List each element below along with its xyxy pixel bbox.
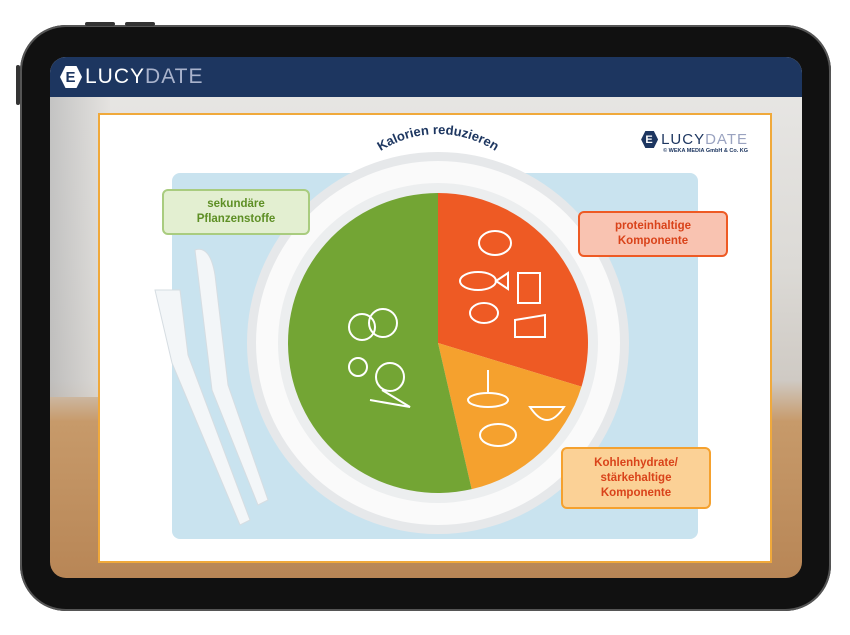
pie-segment-vegetables [288,193,472,493]
volume-button [125,22,155,26]
fork-icon [154,289,251,526]
logo-text-date: DATE [145,65,204,88]
vegetable-icon [348,357,411,408]
logo-text-lucy: LUCY [85,65,146,88]
label-carbs: Kohlenhydrate/ stärkehaltige Komponente [561,447,711,509]
volume-button [85,22,115,26]
label-line: stärkehaltige [600,471,672,484]
copyright: © WEKA MEDIA GmbH & Co. KG [663,148,748,154]
label-protein: proteinhaltige Komponente [578,211,728,257]
pie [288,193,588,493]
power-button [16,65,20,105]
logo-hex-icon: E [641,131,659,148]
milk-carton-icon [517,272,541,304]
screen: E LUCY DATE Kalorien reduzieren E LUCY D… [50,57,802,578]
label-vegetables: sekundäre Pflanzenstoffe [162,189,310,235]
rice-bowl-icon [528,406,566,421]
bread-icon [479,423,517,447]
label-line: Komponente [600,486,672,499]
label-line: proteinhaltige [614,220,692,232]
label-line: Komponente [617,235,689,247]
logo-text-date: DATE [705,131,748,148]
pasta-icon [467,370,509,408]
label-line: Kohlenhydrate/ [594,456,678,469]
label-line: sekundäre [207,198,265,210]
chicken-icon [478,230,512,256]
fruit-icon [348,308,398,341]
infographic-card: Kalorien reduzieren E LUCY DATE © WEKA M… [98,113,772,563]
pie-segment-protein [438,193,588,387]
knife-icon [194,248,269,506]
fish-icon [459,271,509,291]
app-logo[interactable]: E LUCY DATE [60,65,203,89]
cheese-icon [514,313,546,338]
plate-title: Kalorien reduzieren [374,122,501,154]
food-icons [348,230,566,447]
pie-segment-carbs [438,343,582,490]
label-line: Pflanzenstoffe [196,213,276,225]
logo-text-lucy: LUCY [661,131,706,148]
app-header: E LUCY DATE [50,57,802,97]
card-logo: E LUCY DATE © WEKA MEDIA GmbH & Co. KG [641,131,748,154]
steak-icon [469,302,499,324]
logo-hex-icon: E [60,66,82,88]
